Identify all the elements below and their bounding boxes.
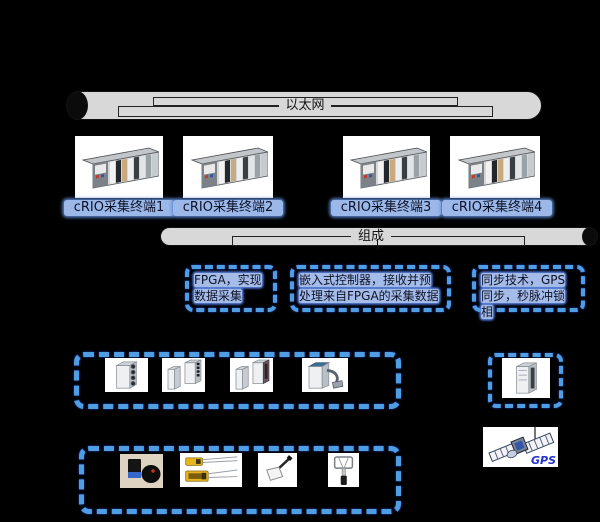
terminal-block-module-icon <box>167 359 201 390</box>
crio-chassis-icon <box>190 147 268 189</box>
anemometer-icon <box>333 455 353 485</box>
ethernet-pipe-label: 以太网 <box>279 98 331 113</box>
probe-sensor-icon <box>266 455 293 481</box>
sensor-panel <box>180 453 242 487</box>
module-panel <box>162 358 205 392</box>
bnc-module-icon <box>114 361 138 389</box>
module-group-box <box>74 352 401 409</box>
crio-chassis-icon <box>457 147 535 189</box>
sensor-panel <box>258 453 297 487</box>
ethernet-pipe-end-cap <box>66 91 88 120</box>
crio-terminal-panel <box>183 136 273 198</box>
crio-terminal-label: cRIO采集终端4 <box>442 200 552 216</box>
composition-pipe-label: 组成 <box>351 229 391 244</box>
crio-terminal-panel <box>343 136 430 198</box>
composition-pipe-tick <box>377 239 378 249</box>
sensor-panel <box>328 453 359 487</box>
crio-chassis-icon <box>81 147 159 189</box>
sync-module-box <box>488 353 563 408</box>
gps-panel: GPS <box>483 427 558 467</box>
gps-label: GPS <box>531 454 556 467</box>
sensor-group-box <box>79 446 401 514</box>
sync-module-icon <box>516 362 537 394</box>
crio-terminal-panel <box>75 136 163 198</box>
composition-pipe-end-cap <box>582 227 598 246</box>
module-panel <box>230 358 273 392</box>
gps-satellite-icon: GPS <box>488 427 556 467</box>
note-embedded-controller: 嵌入式控制器，接收并预处理来自FPGA的采集数据 <box>290 265 451 312</box>
note-fpga: FPGA，实现数据采集 <box>185 265 277 312</box>
cable-module-icon <box>307 362 344 389</box>
sensor-panel <box>120 454 163 488</box>
crio-terminal-label: cRIO采集终端3 <box>331 200 441 216</box>
crio-chassis-icon <box>349 147 427 189</box>
module-panel <box>502 358 550 398</box>
crio-terminal-label: cRIO采集终端1 <box>64 200 174 216</box>
crio-terminal-label: cRIO采集终端2 <box>173 200 283 216</box>
module-panel <box>302 358 348 392</box>
note-sync-technology: 同步技术，GPS同步，秒脉冲锁相 <box>472 265 585 320</box>
dsub-module-icon <box>235 359 269 390</box>
crio-terminal-panel <box>450 136 540 198</box>
strain-gauge-icon <box>185 456 238 482</box>
accelerometer-icon <box>127 458 160 483</box>
module-panel <box>105 358 148 392</box>
